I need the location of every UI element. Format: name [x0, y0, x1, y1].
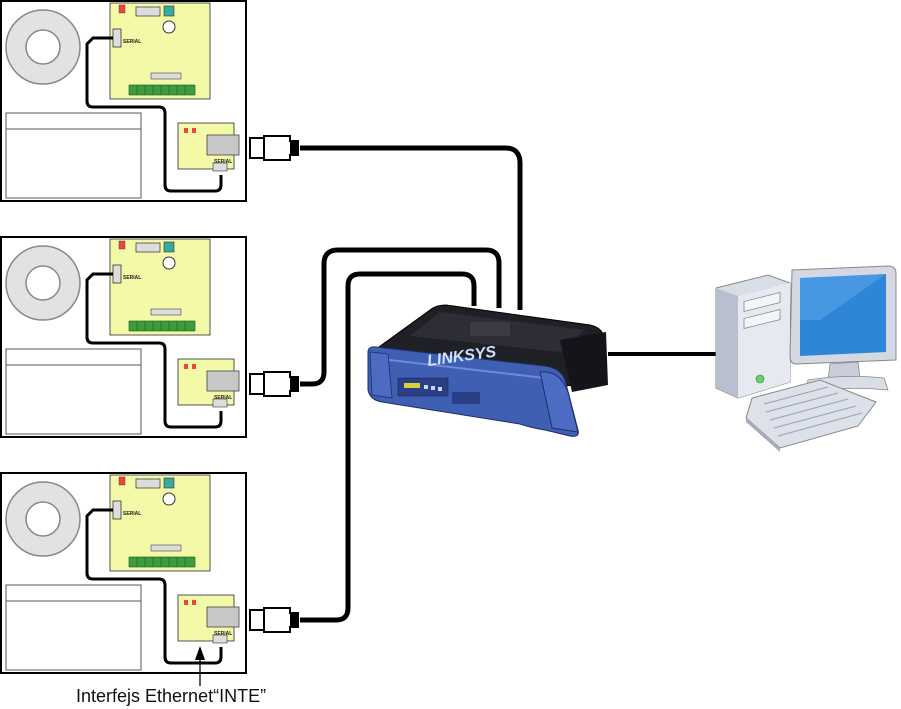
control-panel-1: SERIAL SERIAL: [0, 0, 248, 203]
control-panel-2: SERIAL SERIAL: [0, 235, 248, 439]
caption-arrow: [195, 646, 205, 686]
cable-panel-3: [300, 271, 477, 623]
computer-icon: [715, 265, 897, 452]
router-icon: LINKSYS: [367, 304, 608, 437]
rj45-plug-icon: [249, 607, 299, 633]
cable-panel-1: [300, 145, 523, 310]
board-serial-label: SERIAL: [123, 275, 141, 281]
ethernet-interface-caption: Interfejs Ethernet“INTE”: [76, 686, 267, 706]
rj45-plug-icon: [249, 135, 299, 161]
board-serial-label: SERIAL: [123, 511, 141, 517]
module-serial-label: SERIAL: [214, 395, 232, 401]
module-serial-label: SERIAL: [214, 631, 232, 637]
board-serial-label: SERIAL: [123, 39, 141, 45]
rj45-plug-icon: [249, 371, 299, 397]
control-panel-3: SERIAL SERIAL: [0, 471, 248, 675]
cable-panel-2: [300, 247, 502, 387]
module-serial-label: SERIAL: [214, 159, 232, 165]
ethernet-cables: [300, 145, 722, 623]
